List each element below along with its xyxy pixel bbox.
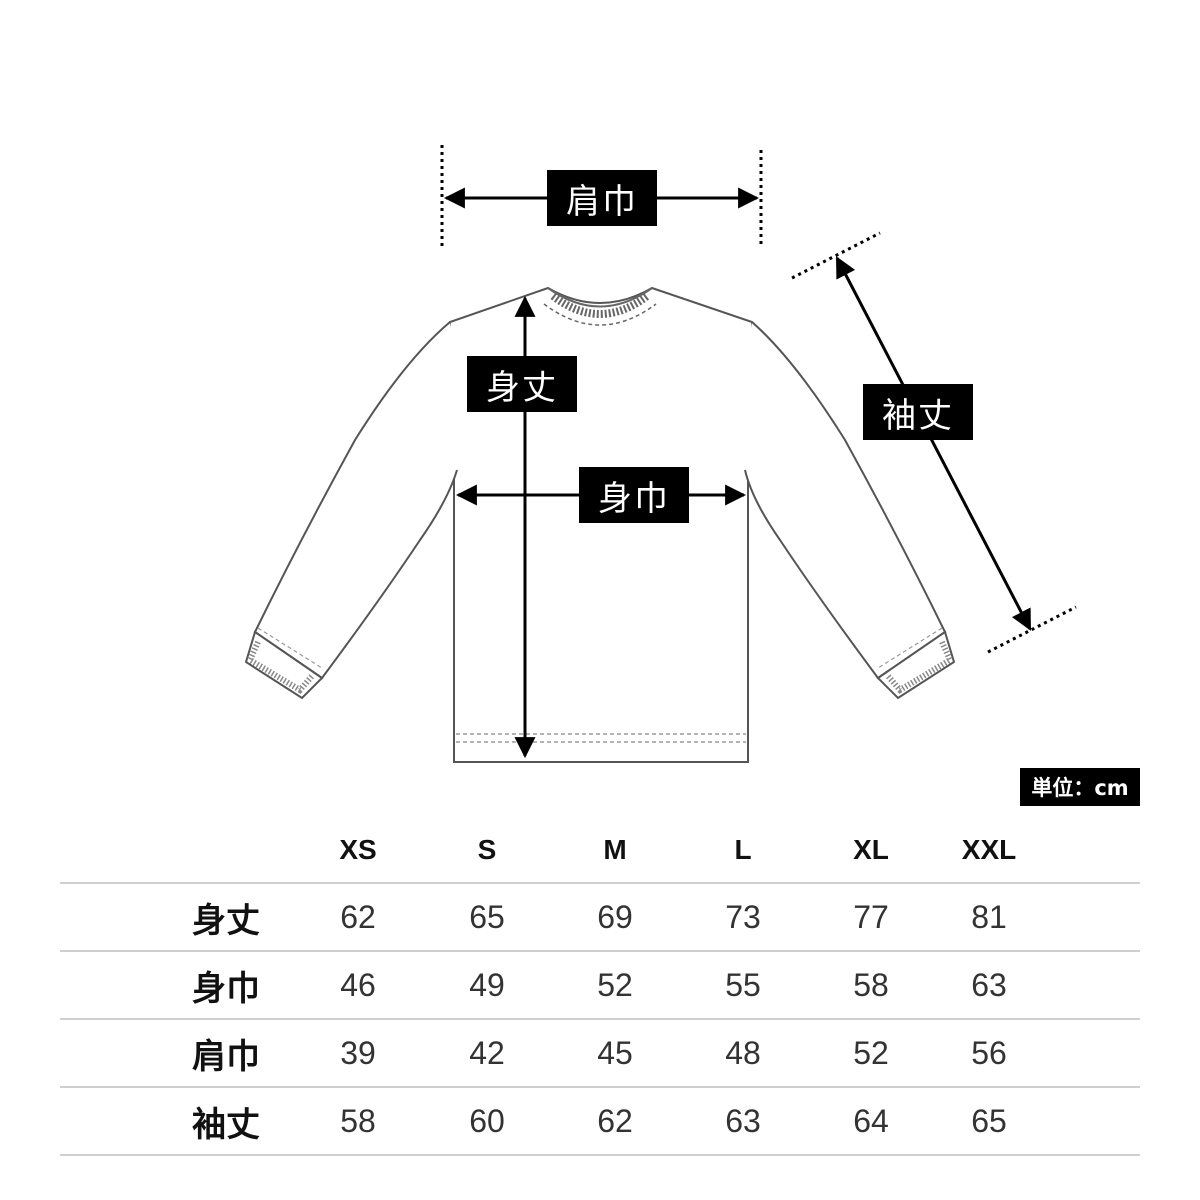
size-header: XL — [853, 834, 889, 865]
table-row: 身丈 62 65 69 73 77 81 — [60, 883, 1140, 951]
right-cuff — [876, 627, 956, 700]
size-header: XXL — [961, 834, 1017, 865]
hem-stitch — [456, 733, 746, 743]
spacer-cell — [1048, 1019, 1140, 1087]
table-cell: 55 — [725, 966, 761, 1003]
sleeve-length-arrow — [835, 256, 1032, 631]
row-label: 袖丈 — [192, 1104, 260, 1145]
collar-rib — [543, 287, 657, 326]
spacer-cell — [1048, 1087, 1140, 1155]
table-cell: 64 — [853, 1102, 889, 1139]
table-cell: 58 — [853, 966, 889, 1003]
row-label: 身巾 — [192, 968, 260, 1009]
left-cuff — [244, 627, 324, 700]
spacer-cell — [1048, 951, 1140, 1019]
table-cell: 60 — [469, 1102, 505, 1139]
table-cell: 56 — [971, 1034, 1007, 1071]
corner-cell — [60, 818, 298, 883]
spacer-cell — [1048, 883, 1140, 951]
table-cell: 45 — [597, 1034, 633, 1071]
size-header-row: XS S M L XL XXL — [60, 818, 1140, 883]
table-cell: 63 — [725, 1102, 761, 1139]
table-cell: 65 — [469, 898, 505, 935]
table-cell: 58 — [340, 1102, 376, 1139]
table-cell: 48 — [725, 1034, 761, 1071]
table-row: 袖丈 58 60 62 63 64 65 — [60, 1087, 1140, 1155]
table-cell: 52 — [597, 966, 633, 1003]
table-cell: 42 — [469, 1034, 505, 1071]
unit-badge: 単位：cm — [1020, 768, 1140, 806]
table-cell: 52 — [853, 1034, 889, 1071]
sleeve-length-label: 袖丈 — [863, 384, 973, 440]
shoulder-guides — [440, 145, 763, 248]
row-label: 身丈 — [192, 900, 260, 941]
table-cell: 81 — [971, 898, 1007, 935]
table-cell: 46 — [340, 966, 376, 1003]
table-cell: 63 — [971, 966, 1007, 1003]
table-cell: 39 — [340, 1034, 376, 1071]
table-cell: 62 — [597, 1102, 633, 1139]
sleeve-guides — [791, 231, 1077, 654]
size-header: M — [603, 834, 627, 865]
table-cell: 62 — [340, 898, 376, 935]
table-cell: 73 — [725, 898, 761, 935]
table-cell: 65 — [971, 1102, 1007, 1139]
table-cell: 49 — [469, 966, 505, 1003]
table-cell: 77 — [853, 898, 889, 935]
spacer-cell — [1048, 818, 1140, 883]
table-row: 肩巾 39 42 45 48 52 56 — [60, 1019, 1140, 1087]
body-width-label: 身巾 — [579, 467, 689, 523]
garment-diagram — [244, 145, 1077, 763]
table-cell: 69 — [597, 898, 633, 935]
table-row: 身巾 46 49 52 55 58 63 — [60, 951, 1140, 1019]
long-sleeve-tshirt-outline — [253, 286, 947, 763]
size-table: XS S M L XL XXL 身丈 62 65 69 73 77 81 身巾 … — [60, 818, 1140, 1156]
size-header: S — [477, 834, 497, 865]
row-label: 肩巾 — [192, 1036, 260, 1077]
size-header: XS — [339, 834, 377, 865]
shoulder-width-label: 肩巾 — [547, 170, 657, 226]
body-length-label: 身丈 — [467, 356, 577, 412]
size-header: L — [734, 834, 752, 865]
